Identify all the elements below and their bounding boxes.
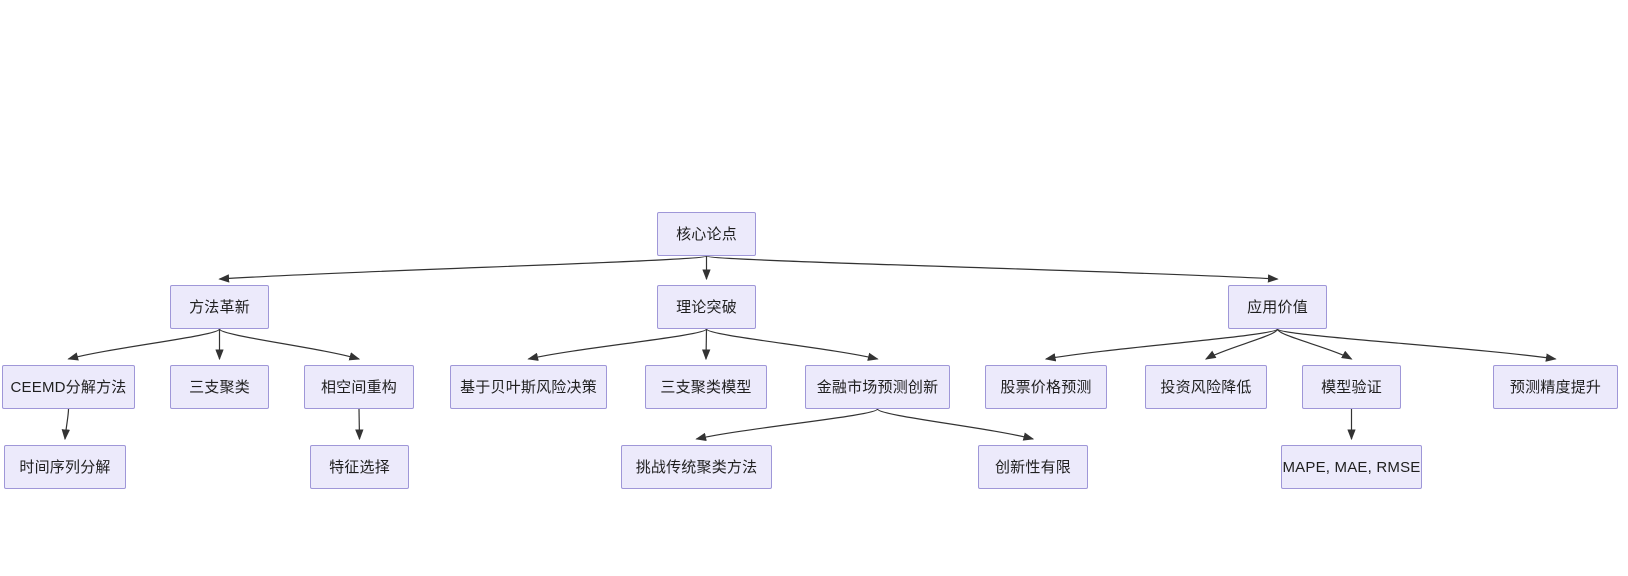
flow-node-label: 理论突破 — [676, 298, 737, 316]
flow-node-label: 三支聚类模型 — [660, 378, 752, 396]
flow-edge-root-to-b3 — [705, 255, 1279, 283]
flow-edge-b3-to-c8 — [1204, 328, 1279, 360]
flow-node-root[interactable]: 核心论点 — [657, 212, 756, 256]
flow-edge-b2-to-c6 — [705, 328, 879, 361]
flow-node-label: 方法革新 — [189, 298, 250, 316]
flow-edge-b3-to-c7 — [1044, 328, 1279, 362]
flow-edge-root-to-b1 — [218, 255, 708, 283]
flow-node-label: MAPE, MAE, RMSE — [1282, 458, 1421, 476]
flow-node-label: 三支聚类 — [189, 378, 250, 396]
flow-node-b1[interactable]: 方法革新 — [170, 285, 269, 329]
flow-node-c3[interactable]: 相空间重构 — [304, 365, 414, 409]
flow-node-label: CEEMD分解方法 — [10, 378, 127, 396]
flow-node-d1[interactable]: 时间序列分解 — [4, 445, 126, 489]
flow-node-c5[interactable]: 三支聚类模型 — [645, 365, 767, 409]
flow-edge-b1-to-c1 — [67, 328, 221, 361]
flow-node-c4[interactable]: 基于贝叶斯风险决策 — [450, 365, 607, 409]
flow-edge-b3-to-c9 — [1276, 328, 1353, 360]
flow-node-label: 应用价值 — [1247, 298, 1308, 316]
flow-node-label: 时间序列分解 — [19, 458, 111, 476]
flow-node-c8[interactable]: 投资风险降低 — [1145, 365, 1267, 409]
flow-edge-b2-to-c5 — [701, 328, 711, 361]
flow-node-d5[interactable]: MAPE, MAE, RMSE — [1281, 445, 1422, 489]
flow-node-c2[interactable]: 三支聚类 — [170, 365, 269, 409]
flow-node-c7[interactable]: 股票价格预测 — [985, 365, 1107, 409]
flow-node-label: 股票价格预测 — [1000, 378, 1092, 396]
flow-edge-c3-to-d2 — [355, 408, 364, 441]
edge-paths — [61, 255, 1557, 441]
flow-edge-c6-to-d3 — [695, 408, 879, 441]
flow-node-c1[interactable]: CEEMD分解方法 — [2, 365, 135, 409]
flow-node-d4[interactable]: 创新性有限 — [978, 445, 1088, 489]
flow-node-c10[interactable]: 预测精度提升 — [1493, 365, 1618, 409]
flow-node-label: 核心论点 — [676, 225, 737, 243]
flow-node-label: 模型验证 — [1321, 378, 1382, 396]
flow-node-c6[interactable]: 金融市场预测创新 — [805, 365, 950, 409]
flow-node-label: 基于贝叶斯风险决策 — [460, 378, 597, 396]
flow-node-label: 金融市场预测创新 — [816, 378, 939, 396]
flow-edge-b2-to-c4 — [527, 328, 708, 361]
flow-node-b3[interactable]: 应用价值 — [1228, 285, 1327, 329]
flow-node-label: 投资风险降低 — [1160, 378, 1252, 396]
flow-node-label: 创新性有限 — [994, 458, 1071, 476]
flow-edge-c1-to-d1 — [61, 408, 71, 441]
flow-edge-c6-to-d4 — [876, 408, 1035, 441]
flow-node-label: 相空间重构 — [320, 378, 397, 396]
flow-node-label: 预测精度提升 — [1509, 378, 1602, 396]
flow-node-label: 特征选择 — [329, 458, 390, 476]
flow-node-b2[interactable]: 理论突破 — [657, 285, 756, 329]
flow-node-c9[interactable]: 模型验证 — [1302, 365, 1401, 409]
flow-edge-b1-to-c3 — [218, 328, 361, 361]
flow-edge-b3-to-c10 — [1276, 328, 1557, 362]
flow-node-d2[interactable]: 特征选择 — [310, 445, 409, 489]
flow-node-d3[interactable]: 挑战传统聚类方法 — [621, 445, 772, 489]
flow-node-label: 挑战传统聚类方法 — [635, 458, 758, 476]
